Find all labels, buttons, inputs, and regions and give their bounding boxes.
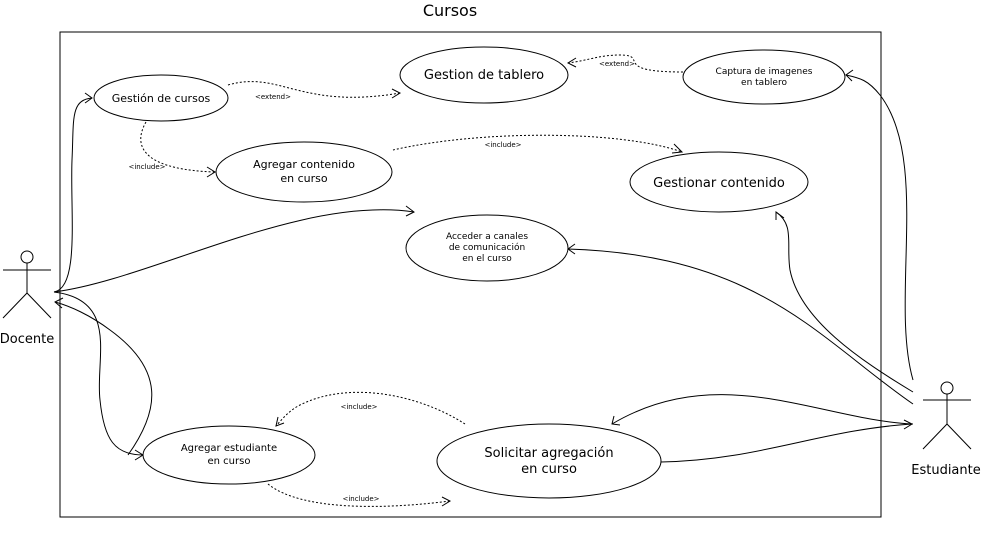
arrowhead bbox=[441, 496, 452, 507]
assoc-docente-gestion-cursos bbox=[53, 97, 93, 293]
usecase-gestionar-contenido[interactable]: Gestionar contenido bbox=[629, 151, 809, 213]
usecase-label-line2: en tablero bbox=[741, 78, 787, 88]
usecase-label-line1: Agregar estudiante bbox=[181, 443, 277, 454]
extend-label: <extend> bbox=[255, 93, 291, 101]
actor-head bbox=[20, 250, 34, 264]
arrowhead bbox=[391, 88, 402, 99]
include-label: <include> bbox=[342, 495, 379, 503]
usecase-label-line2: de comunicación bbox=[449, 242, 525, 253]
extend-label: <extend> bbox=[599, 60, 635, 68]
include-agregar-contenido-gestionar bbox=[392, 134, 683, 153]
assoc-estudiante-gestionar-contenido bbox=[775, 211, 914, 393]
assoc-estudiante-acceder bbox=[567, 248, 914, 405]
include-agregar-estudiante-solicitar bbox=[267, 483, 451, 507]
actor-docente[interactable]: Docente bbox=[0, 250, 54, 347]
actor-leg-right bbox=[26, 292, 52, 319]
usecase-agregar-contenido[interactable]: Agregar contenido en curso bbox=[215, 141, 393, 203]
arrowhead bbox=[775, 211, 785, 220]
arrowhead bbox=[405, 205, 415, 217]
arrowhead bbox=[54, 297, 64, 309]
actor-leg-right bbox=[946, 423, 972, 450]
actor-leg-left bbox=[2, 292, 28, 319]
usecase-gestion-cursos[interactable]: Gestión de cursos bbox=[93, 74, 229, 122]
usecase-label-line3: en el curso bbox=[462, 254, 512, 264]
usecase-label-line1: Acceder a canales bbox=[446, 232, 528, 242]
system-title: Cursos bbox=[423, 1, 477, 20]
assoc-agregar-estudiante-docente bbox=[54, 301, 153, 456]
include-label: <include> bbox=[128, 163, 165, 171]
usecase-label: Gestión de cursos bbox=[112, 92, 211, 105]
usecase-label: Gestion de tablero bbox=[424, 68, 544, 83]
actor-estudiante[interactable]: Estudiante bbox=[911, 381, 981, 478]
include-solicitar-agregar-estudiante bbox=[275, 391, 466, 427]
assoc-estudiante-solicitar bbox=[611, 394, 914, 425]
assoc-docente-agregar-estudiante bbox=[53, 291, 144, 456]
arrowhead bbox=[903, 419, 914, 430]
arrowhead bbox=[611, 415, 621, 426]
include-gestion-cursos-agregar-contenido bbox=[140, 121, 216, 173]
system-boundary bbox=[59, 31, 882, 518]
usecase-label-line2: en curso bbox=[280, 172, 328, 185]
actor-leg-left bbox=[922, 423, 948, 450]
arrowhead bbox=[84, 92, 93, 104]
usecase-label-line1: Agregar contenido bbox=[253, 158, 355, 171]
extend-gestion-cursos-tablero bbox=[227, 81, 401, 98]
actor-estudiante-label: Estudiante bbox=[911, 463, 981, 478]
usecase-label-line2: en curso bbox=[521, 462, 577, 477]
actor-docente-label: Docente bbox=[0, 332, 54, 347]
include-label: <include> bbox=[340, 403, 377, 411]
arrowhead bbox=[275, 416, 285, 427]
usecase-agregar-estudiante[interactable]: Agregar estudiante en curso bbox=[142, 425, 316, 485]
extend-captura-tablero bbox=[567, 54, 684, 73]
assoc-solicitar-estudiante bbox=[660, 423, 913, 463]
usecase-label: Gestionar contenido bbox=[653, 176, 785, 191]
usecase-captura-imagenes[interactable]: Captura de imagenes en tablero bbox=[682, 49, 846, 105]
usecase-gestion-tablero[interactable]: Gestion de tablero bbox=[399, 46, 569, 104]
assoc-docente-acceder bbox=[53, 209, 415, 293]
assoc-estudiante-captura bbox=[845, 74, 914, 381]
usecase-acceder-canales[interactable]: Acceder a canales de comunicación en el … bbox=[405, 214, 569, 282]
usecase-label-line2: en curso bbox=[208, 456, 251, 467]
usecase-label-line1: Captura de imagenes bbox=[716, 67, 813, 77]
usecase-solicitar-agregacion[interactable]: Solicitar agregación en curso bbox=[436, 423, 662, 499]
arrowhead bbox=[671, 143, 684, 154]
arrowhead bbox=[566, 57, 577, 68]
arrowhead bbox=[206, 166, 216, 178]
usecase-label-line1: Solicitar agregación bbox=[484, 446, 613, 461]
include-label: <include> bbox=[484, 141, 521, 149]
actor-head bbox=[940, 381, 954, 395]
arrowhead bbox=[845, 69, 854, 82]
